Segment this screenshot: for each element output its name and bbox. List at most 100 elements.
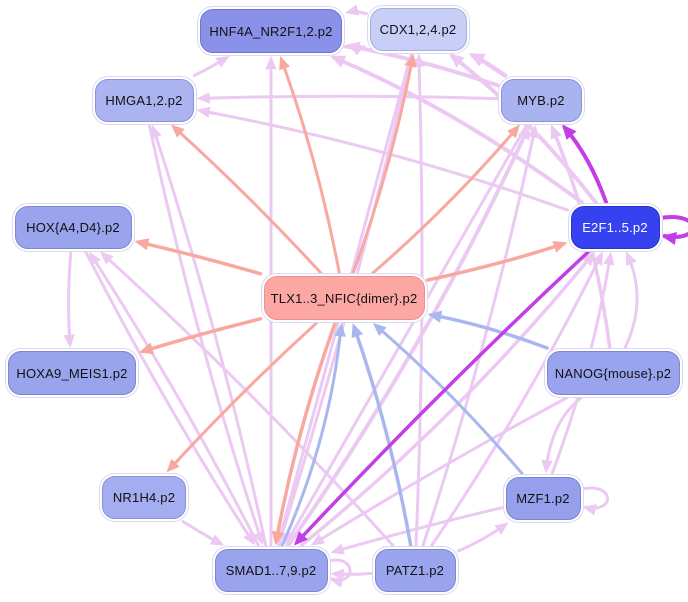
edge-myb-cdx-arrowhead — [468, 53, 486, 67]
edge-smad-myb — [286, 126, 531, 548]
node-nanog[interactable]: NANOG{mouse}.p2 — [546, 351, 680, 395]
edge-smad-hmga — [151, 126, 268, 547]
edge-tlx-hox — [136, 240, 263, 276]
edge-hox-hoxa9-arrowhead — [63, 334, 75, 348]
edge-hox-smad-arrowhead — [243, 531, 256, 546]
edge-myb-smad — [285, 123, 529, 544]
edge-nanog-tlx — [429, 313, 549, 350]
node-nr1h4[interactable]: NR1H4.p2 — [102, 475, 186, 519]
edge-e2f-cdx-arrowhead — [449, 53, 465, 68]
edge-smad-myb-arrowhead — [517, 124, 530, 141]
node-label-mzf: MZF1.p2 — [516, 490, 570, 506]
edge-tlx-hnf4a-arrowhead — [279, 56, 290, 71]
edge-tlx-smad — [274, 321, 337, 544]
edge-smad-e2f — [299, 252, 595, 548]
node-tlx[interactable]: TLX1..3_NFIC{dimer}.p2 — [263, 276, 425, 320]
edge-tlx-cdx-arrowhead — [405, 53, 417, 68]
edge-smad-hox — [89, 253, 260, 547]
edge-tlx-hoxa9-arrowhead — [139, 342, 155, 355]
edge-nanog-tlx-arrowhead — [427, 310, 443, 323]
node-label-hnf4a: HNF4A_NR2F1,2.p2 — [209, 23, 333, 39]
edge-tlx-myb — [371, 126, 519, 275]
node-e2f[interactable]: E2F1..5.p2 — [570, 205, 660, 249]
edge-hmga-smad-arrowhead — [253, 531, 265, 546]
edge-tlx-smad-arrowhead — [271, 530, 285, 546]
node-label-myb: MYB.p2 — [517, 92, 565, 108]
edge-e2f-smad — [294, 249, 591, 545]
node-patz[interactable]: PATZ1.p2 — [374, 548, 456, 592]
edge-tlx-e2f — [425, 242, 566, 282]
edge-tlx-hox-arrowhead — [134, 238, 150, 251]
edge-e2f-smad-arrowhead — [293, 531, 308, 546]
edge-tlx-myb-arrowhead — [507, 124, 521, 139]
edge-nanog-mzf — [544, 396, 583, 472]
node-label-patz: PATZ1.p2 — [385, 562, 445, 578]
edge-smad-e2f-arrowhead — [581, 251, 596, 267]
edge-patz-e2f — [430, 253, 603, 547]
node-label-cdx: CDX1,2,4.p2 — [379, 21, 457, 37]
edge-e2f-cdx — [450, 53, 598, 205]
edge-e2f-hmga-arrowhead — [196, 106, 211, 118]
edge-mzf-tlx-arrowhead — [372, 323, 387, 336]
edge-mzf-mzf-arrowhead — [582, 504, 597, 516]
edge-e2f-myb-arrowhead — [562, 124, 577, 140]
node-smad[interactable]: SMAD1..7,9.p2 — [214, 548, 328, 592]
edge-e2f-hnf4a-arrowhead — [330, 55, 347, 68]
edge-smad-hnf4a-arrowhead — [265, 56, 277, 70]
edge-nr1h4-smad-arrowhead — [209, 534, 225, 546]
edge-tlx-hmga-arrowhead — [171, 124, 185, 138]
edge-tlx-nr1h4 — [167, 321, 319, 472]
node-hox[interactable]: HOX{A4,D4}.p2 — [14, 205, 132, 249]
edge-hmga-hnf4a-arrowhead — [215, 56, 230, 68]
edge-tlx-hmga — [172, 125, 323, 275]
node-hoxa9[interactable]: HOXA9_MEIS1.p2 — [8, 351, 136, 395]
edge-hox-smad — [84, 250, 255, 544]
edge-tlx-hnf4a — [279, 58, 341, 275]
edge-patz-tlx-arrowhead — [351, 323, 364, 339]
node-label-nanog: NANOG{mouse}.p2 — [554, 365, 672, 381]
edge-myb-hmga-arrowhead — [196, 92, 210, 104]
edge-patz-e2f-arrowhead — [591, 251, 603, 266]
edge-e2f-hnf4a — [331, 55, 584, 205]
edge-patz-hox — [101, 252, 395, 547]
node-myb[interactable]: MYB.p2 — [500, 78, 582, 122]
edge-nanog-e2f-arrowhead — [625, 251, 637, 266]
node-label-nr1h4: NR1H4.p2 — [112, 489, 176, 505]
node-hmga[interactable]: HMGA1,2.p2 — [94, 78, 194, 122]
edge-patz-hox-arrowhead — [100, 251, 114, 265]
edge-e2f-e2f-arrowhead — [661, 231, 678, 245]
node-cdx[interactable]: CDX1,2,4.p2 — [369, 7, 467, 51]
edge-smad-hmga-arrowhead — [150, 124, 162, 139]
edge-tlx-cdx — [351, 55, 415, 275]
edge-mzf-smad-arrowhead — [330, 543, 345, 555]
edge-mzf-e2f-arrowhead — [603, 251, 615, 266]
edge-tlx-hoxa9 — [141, 317, 263, 354]
edge-tlx-e2f-arrowhead — [552, 240, 568, 253]
edge-nanog-myb-arrowhead — [550, 124, 562, 140]
node-label-hox: HOX{A4,D4}.p2 — [26, 219, 120, 235]
edge-patz-mzf-arrowhead — [494, 522, 509, 535]
node-label-e2f: E2F1..5.p2 — [582, 219, 648, 235]
edge-tlx-nr1h4-arrowhead — [166, 458, 180, 473]
node-label-tlx: TLX1..3_NFIC{dimer}.p2 — [270, 290, 418, 306]
edge-patz-cdx-arrowhead — [413, 53, 425, 67]
edge-cdx-hnf4a-arrowhead — [345, 4, 360, 16]
node-label-hoxa9: HOXA9_MEIS1.p2 — [16, 365, 128, 381]
node-mzf[interactable]: MZF1.p2 — [505, 476, 581, 520]
edge-patz-myb-arrowhead — [527, 124, 539, 139]
edge-nanog-smad-arrowhead — [310, 533, 325, 546]
edge-mzf-tlx — [374, 324, 524, 475]
edge-patz-myb — [421, 126, 537, 547]
edge-myb-hnf4a-arrowhead — [345, 41, 361, 55]
edge-smad-tlx-arrowhead — [334, 323, 346, 337]
edge-nanog-e2f — [623, 253, 639, 350]
edge-mzf-smad — [332, 506, 504, 554]
edge-nanog-smad — [312, 396, 568, 545]
edge-hox-hoxa9 — [67, 250, 73, 346]
edge-smad-tlx — [280, 325, 343, 547]
edge-smad-smad-arrowhead — [329, 576, 344, 588]
node-label-smad: SMAD1..7,9.p2 — [225, 562, 317, 578]
edge-patz-tlx — [352, 325, 413, 548]
node-hnf4a[interactable]: HNF4A_NR2F1,2.p2 — [200, 9, 342, 53]
